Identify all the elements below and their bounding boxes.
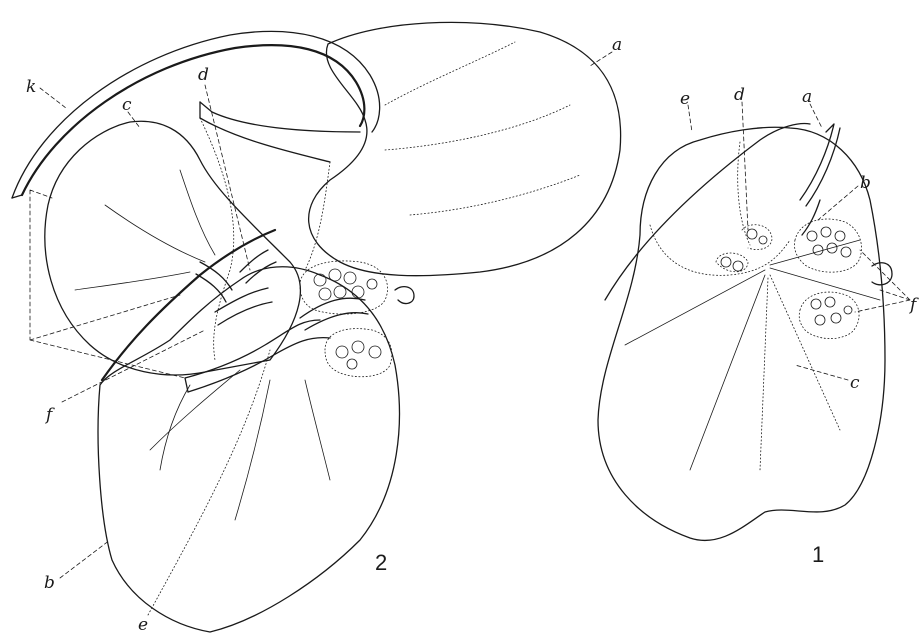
fig2-label-e: e	[138, 615, 148, 635]
fig2-lobe-b-vein	[150, 370, 240, 450]
fig1-node-cluster-upper	[794, 219, 861, 272]
figure-2: a k c d f b e 2	[12, 22, 622, 635]
fig2-hilum-vessel	[185, 320, 320, 378]
fig1-hilum-line	[625, 270, 765, 345]
fig1-hilum-line	[770, 268, 880, 300]
fig1-label-c: c	[850, 373, 860, 393]
figure-1: e d a b f c 1	[598, 85, 919, 567]
fig1-hilum-line	[770, 275, 840, 430]
fig2-upper-duct-lower	[200, 118, 330, 162]
fig2-leader-k	[40, 88, 66, 108]
fig1-organ-outline	[598, 127, 885, 540]
fig2-lobe-c-vein	[180, 170, 215, 255]
fig2-lobe-b	[98, 267, 399, 632]
fig1-leader-e	[688, 105, 692, 132]
fig1-node-cluster-left	[716, 225, 772, 272]
fig2-node-cluster-lower	[325, 329, 392, 377]
fig2-lobe-a-vein	[385, 42, 515, 105]
fig1-duct-a-lower	[802, 200, 820, 235]
fig1-label-b: b	[860, 173, 871, 193]
fig2-label-d: d	[198, 65, 209, 85]
fig2-lobe-a-vein	[385, 105, 570, 150]
fig2-lobe-a	[309, 22, 621, 275]
fig2-leader-b	[60, 540, 110, 578]
fig1-upper-lobe	[650, 225, 790, 275]
fig2-lobe-b-vein	[305, 380, 330, 480]
fig2-label-b: b	[44, 573, 55, 593]
fig2-hilum-vessel-cap	[185, 378, 188, 392]
fig2-lobe-c-vein	[75, 272, 190, 290]
fig2-upper-duct	[200, 102, 360, 132]
fig1-label-e: e	[680, 89, 690, 109]
fig1-hilum-line	[760, 278, 768, 470]
fig2-leader-d	[205, 85, 250, 270]
fig2-label-f: f	[44, 405, 55, 425]
fig2-hilum-branch	[240, 250, 276, 283]
fig2-label-k: k	[26, 77, 36, 97]
fig1-label-a: a	[802, 87, 812, 107]
fig1-leader-d	[742, 102, 748, 230]
fig1-duct-a	[800, 124, 840, 206]
fig1-hilum-line	[770, 240, 860, 265]
fig2-hilum-branch	[196, 262, 232, 302]
fig1-label-f: f	[908, 295, 919, 315]
fig2-hilum-branch	[300, 298, 368, 330]
fig1-leader-c	[795, 365, 848, 380]
fig2-hilum-vessel	[188, 338, 330, 392]
fig1-node-cluster-lower	[799, 292, 859, 339]
fig2-label-c: c	[122, 95, 132, 115]
fig2-label-a: a	[612, 35, 622, 55]
fig1-leader-f	[855, 250, 910, 312]
fig1-number: 1	[812, 542, 824, 567]
fig2-lobe-b-vein	[235, 380, 270, 520]
fig2-lobe-c-vein	[105, 205, 205, 262]
fig1-leader-b	[818, 186, 858, 220]
fig2-node-cluster-upper	[300, 261, 388, 314]
fig2-leader-e	[148, 350, 270, 615]
fig2-leader-a	[590, 52, 612, 66]
fig2-duct-k-inner	[22, 45, 364, 195]
fig2-lobe-b-vein	[160, 385, 190, 470]
fig2-vessel-loop	[395, 287, 414, 304]
fig2-number: 2	[375, 550, 387, 575]
fig1-edge-line	[605, 124, 810, 300]
fig2-leader-bracket	[30, 190, 185, 378]
fig2-hilum-outline	[200, 118, 234, 360]
fig2-hilum-branch	[215, 288, 272, 325]
fig1-label-d: d	[734, 85, 745, 105]
fig2-lobe-b-edge	[102, 230, 275, 380]
fig1-leader-a	[810, 104, 822, 128]
fig2-lobe-a-vein	[410, 175, 580, 215]
